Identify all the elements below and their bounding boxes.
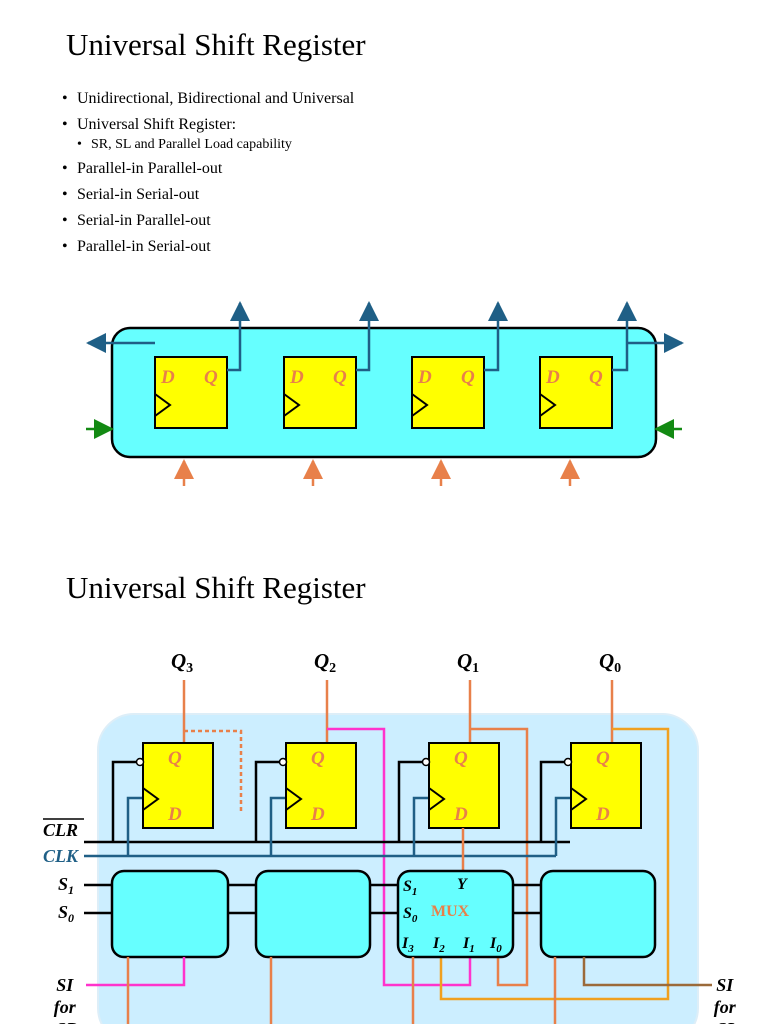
s0-label: S0: [58, 902, 74, 925]
sub-bullet-item: SR, SL and Parallel Load capability: [62, 138, 702, 153]
mux-s1-label: S1: [403, 878, 417, 898]
si-sl-label: SI for SL: [714, 975, 741, 1024]
ff-q-label: Q: [311, 748, 325, 769]
flip-flop-3: D Q: [411, 301, 508, 486]
q1-feedback-wire: [470, 727, 529, 987]
output-q2-label: Q2: [314, 649, 336, 676]
register-body: [110, 326, 658, 459]
dff-0: Q D: [539, 742, 642, 856]
bullet-item: Parallel-in Serial-out: [62, 234, 702, 260]
flip-flop-2: D Q: [283, 301, 379, 486]
output-q0-label: Q0: [599, 649, 621, 676]
slide2-title: Universal Shift Register: [66, 570, 366, 605]
s1-label: S1: [58, 874, 74, 897]
shift-register-block-diagram: D Q D Q D Q D Q: [86, 301, 684, 486]
q0-feedback-wire: [439, 727, 670, 1001]
si-sl-wire: [582, 957, 712, 987]
output-q3-label: Q3: [171, 649, 193, 676]
mux-name-label: MUX: [431, 903, 470, 920]
mux-0: [539, 869, 657, 959]
dff-3: Q D: [111, 742, 214, 856]
ff-d-label: D: [595, 804, 610, 825]
slide1-bullet-list: Unidirectional, Bidirectional and Univer…: [62, 86, 702, 260]
mux-1: S1 S0 Y MUX I3 I2 I1 I0: [396, 869, 515, 959]
ff-q-label: Q: [168, 748, 182, 769]
bullet-item: Universal Shift Register:: [62, 112, 702, 138]
flip-flop-1: D Q: [154, 301, 250, 486]
clr-label: CLR: [43, 820, 78, 840]
mux-i3-label: I3: [401, 935, 414, 955]
parallel-input-wires: [126, 957, 557, 1024]
ff-d-label: D: [310, 804, 325, 825]
mux-s0-label: S0: [403, 905, 418, 925]
ff-d-label: D: [167, 804, 182, 825]
si-sr-wire: [86, 957, 186, 987]
mux-i0-label: I0: [489, 935, 502, 955]
si-sr-label: SI for SR: [54, 975, 81, 1024]
bullet-item: Serial-in Serial-out: [62, 182, 702, 208]
q3-feedback-wire: [184, 729, 243, 812]
ff-d-label: D: [453, 804, 468, 825]
bullet-item: Unidirectional, Bidirectional and Univer…: [62, 86, 702, 112]
q2-feedback-wire: [327, 727, 472, 987]
mux-3: [110, 869, 230, 959]
ff-q-label: Q: [333, 367, 347, 388]
mux-i2-label: I2: [432, 935, 445, 955]
mux-y-label: Y: [457, 876, 468, 893]
dff-2: Q D: [254, 742, 357, 856]
ff-q-label: Q: [454, 748, 468, 769]
slide1-title: Universal Shift Register: [66, 27, 366, 62]
output-wires: [182, 680, 614, 743]
bullet-item: Serial-in Parallel-out: [62, 208, 702, 234]
universal-shift-register-circuit: Q3 Q2 Q1 Q0 Q D Q D Q: [43, 649, 741, 1024]
flip-flop-4: D Q: [539, 301, 637, 486]
ff-q-label: Q: [589, 367, 603, 388]
clk-label: CLK: [43, 846, 80, 866]
ff-q-label: Q: [204, 367, 218, 388]
ff-d-label: D: [417, 367, 432, 388]
ff-q-label: Q: [461, 367, 475, 388]
bullet-item: Parallel-in Parallel-out: [62, 156, 702, 182]
ff-d-label: D: [160, 367, 175, 388]
ff-q-label: Q: [596, 748, 610, 769]
ff-d-label: D: [545, 367, 560, 388]
select-bus: [228, 883, 541, 915]
mux-i1-label: I1: [462, 935, 475, 955]
mux-2: [254, 869, 372, 959]
ff-d-label: D: [289, 367, 304, 388]
output-q1-label: Q1: [457, 649, 479, 676]
dff-1: Q D: [397, 742, 500, 873]
